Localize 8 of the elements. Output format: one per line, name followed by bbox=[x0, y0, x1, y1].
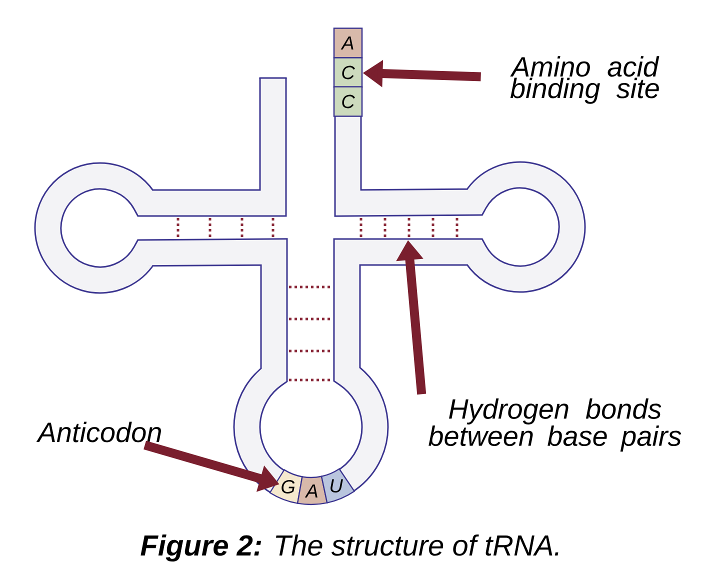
base-box: A bbox=[333, 28, 363, 58]
label-text: Hydrogen bonds between base pairs bbox=[428, 398, 682, 452]
figure-caption: Figure 2: The structure of tRNA. bbox=[140, 534, 558, 562]
anticodon-base: U bbox=[320, 468, 355, 504]
label-text: Amino acid binding site bbox=[510, 56, 660, 104]
base-box: C bbox=[333, 86, 363, 117]
label-text: Anticodon bbox=[36, 422, 161, 442]
base-box: C bbox=[333, 57, 363, 88]
